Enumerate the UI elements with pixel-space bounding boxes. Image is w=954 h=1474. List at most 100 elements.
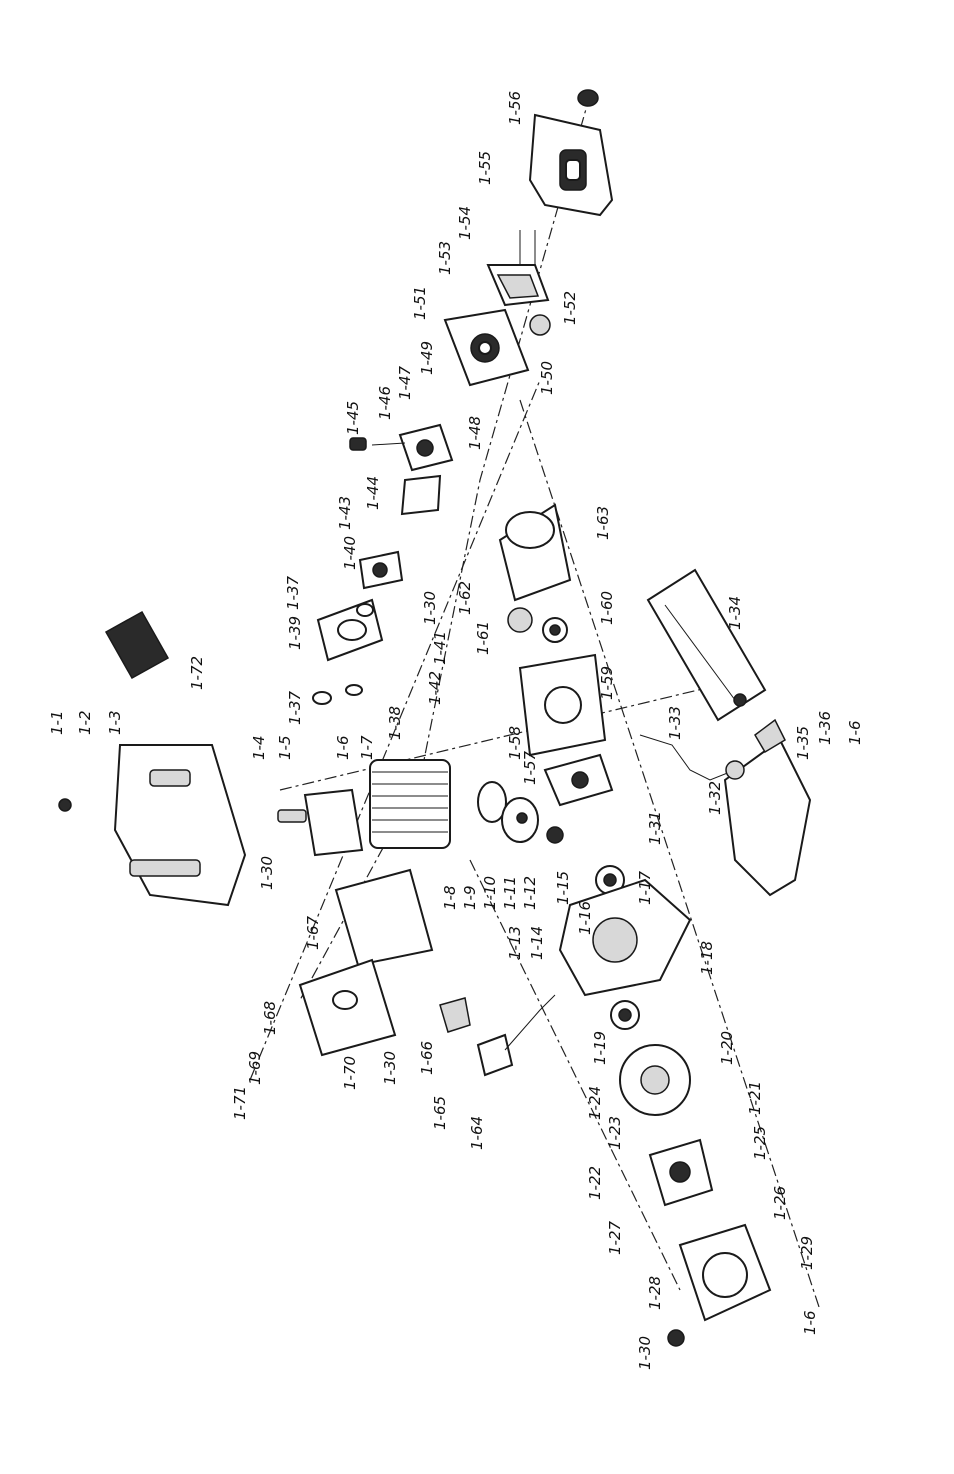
label-1-39: 1-39 [286, 616, 304, 650]
part-1-46-carburetor [371, 423, 454, 472]
label-1-33: 1-33 [666, 706, 684, 740]
label-1-63: 1-63 [594, 506, 612, 540]
part-1-54-studs [519, 230, 536, 270]
label-1-22: 1-22 [586, 1166, 604, 1200]
left-axis [249, 379, 541, 1081]
label-1-64: 1-64 [468, 1116, 486, 1150]
label-1-40: 1-40 [341, 536, 359, 570]
label-1-37: 1-37 [284, 576, 302, 610]
label-1-27: 1-27 [606, 1221, 624, 1255]
label-1-32: 1-32 [706, 781, 724, 815]
part-1-30-nut [667, 1329, 685, 1347]
crank-axis [279, 679, 741, 791]
label-1-70: 1-70 [341, 1056, 359, 1090]
label-1-26: 1-26 [771, 1186, 789, 1220]
part-1-44-gasket [400, 474, 442, 516]
part-1-60-seal [542, 617, 568, 643]
part-1-18-crankcase [558, 878, 692, 997]
label-1-68: 1-68 [261, 1001, 279, 1035]
label-1-28: 1-28 [646, 1276, 664, 1310]
part-1-37-gasket [312, 603, 374, 705]
part-labels: 1-1 1-2 1-3 1-4 1-5 1-6 1-7 1-8 1-9 1-10… [48, 91, 864, 1370]
label-1-60: 1-60 [598, 591, 616, 625]
label-1-6c: 1-6 [801, 1311, 819, 1336]
label-1-9: 1-9 [461, 886, 479, 911]
label-1-69: 1-69 [246, 1051, 264, 1085]
label-1-41: 1-41 [431, 631, 449, 665]
label-1-14: 1-14 [528, 926, 546, 960]
label-1-5: 1-5 [276, 736, 294, 761]
part-1-53-filter-element [486, 264, 550, 307]
label-1-13: 1-13 [506, 926, 524, 960]
label-1-18: 1-18 [698, 941, 716, 975]
part-1-66-ignition-coil [439, 994, 556, 1077]
part-1-33-fuel-line [639, 734, 745, 781]
label-1-35: 1-35 [794, 726, 812, 760]
label-1-57: 1-57 [521, 751, 539, 785]
part-1-29-starter-housing [678, 1223, 772, 1322]
label-1-30d: 1-30 [381, 1051, 399, 1085]
right-axis [519, 399, 821, 1311]
label-1-17: 1-17 [636, 871, 654, 905]
part-1-4-spark-plug [277, 809, 307, 823]
part-1-67-heat-shield [334, 868, 434, 967]
label-1-48: 1-48 [466, 416, 484, 450]
label-1-51: 1-51 [411, 286, 429, 320]
label-1-25: 1-25 [751, 1126, 769, 1160]
part-1-7-cylinder [369, 759, 451, 849]
part-1-55-filter-cover [528, 113, 614, 217]
part-1-40-insulator [358, 550, 404, 590]
label-1-59: 1-59 [598, 666, 616, 700]
label-1-67: 1-67 [304, 916, 322, 950]
label-1-2: 1-2 [76, 711, 94, 736]
part-1-62-clutch-housing [498, 503, 572, 602]
label-1-29: 1-29 [798, 1236, 816, 1270]
label-1-24: 1-24 [586, 1086, 604, 1120]
part-1-61-clutch [507, 607, 533, 633]
part-1-3-engine-cover [113, 744, 247, 907]
label-1-6b: 1-6 [846, 721, 864, 746]
label-1-3: 1-3 [106, 711, 124, 736]
label-1-47: 1-47 [396, 366, 414, 400]
label-1-71: 1-71 [231, 1086, 249, 1120]
label-1-8: 1-8 [441, 886, 459, 911]
label-1-43: 1-43 [336, 496, 354, 530]
label-1-36: 1-36 [816, 711, 834, 745]
label-1-50: 1-50 [538, 361, 556, 395]
part-1-68-muffler [298, 958, 397, 1057]
part-1-34-fuel-filter-kit [646, 568, 767, 722]
label-1-42: 1-42 [426, 671, 444, 705]
label-1-65: 1-65 [431, 1096, 449, 1130]
label-1-6: 1-6 [334, 736, 352, 761]
label-1-12: 1-12 [521, 876, 539, 910]
label-1-56: 1-56 [506, 91, 524, 125]
label-1-72: 1-72 [188, 656, 206, 690]
label-1-10: 1-10 [481, 876, 499, 910]
part-1-52-primer-bulb [529, 314, 551, 336]
label-1-61: 1-61 [474, 621, 492, 655]
label-1-30c: 1-30 [258, 856, 276, 890]
lower-axis [469, 859, 681, 1291]
label-1-15: 1-15 [554, 871, 572, 905]
label-1-20: 1-20 [718, 1031, 736, 1065]
label-1-53: 1-53 [436, 241, 454, 275]
label-1-37b: 1-37 [286, 691, 304, 725]
label-1-19: 1-19 [591, 1031, 609, 1065]
part-1-9-piston [477, 781, 539, 843]
part-1-1-screw [58, 798, 72, 812]
label-1-16: 1-16 [576, 901, 594, 935]
label-1-4: 1-4 [250, 736, 268, 761]
label-1-31: 1-31 [646, 811, 664, 845]
label-1-58: 1-58 [506, 726, 524, 760]
part-1-56-knob [577, 89, 599, 107]
label-1-62: 1-62 [456, 581, 474, 615]
label-1-34: 1-34 [726, 596, 744, 630]
label-1-44: 1-44 [364, 476, 382, 510]
label-1-38: 1-38 [386, 706, 404, 740]
label-1-66: 1-66 [418, 1041, 436, 1075]
label-1-49: 1-49 [418, 341, 436, 375]
label-1-46: 1-46 [376, 386, 394, 420]
label-1-54: 1-54 [456, 206, 474, 240]
label-1-30b: 1-30 [421, 591, 439, 625]
